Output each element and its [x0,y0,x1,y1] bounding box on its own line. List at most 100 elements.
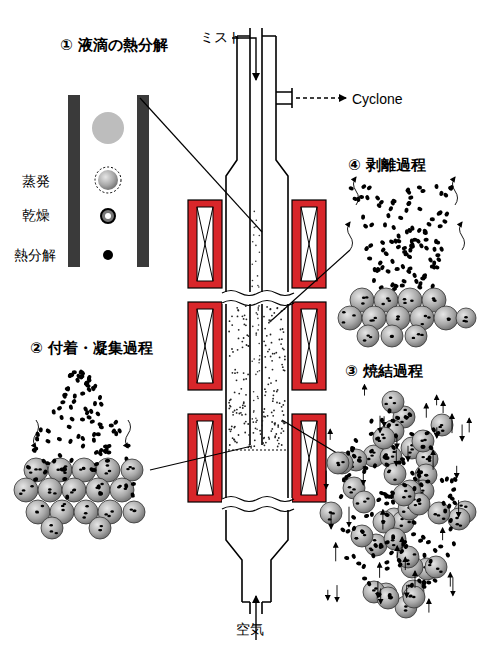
decor-shape [390,335,394,337]
decor-shape [244,432,246,434]
decor-shape [84,512,88,514]
decor-shape [396,315,400,317]
decor-shape [93,449,100,455]
decor-shape [80,391,86,396]
decor-shape [60,400,66,405]
decor-shape [255,332,257,334]
decor-shape [229,405,231,407]
decor-shape [412,596,416,598]
decor-shape [259,355,261,357]
decor-shape [448,517,453,523]
decor-shape [278,437,280,439]
decor-shape [45,428,52,434]
decor-shape [421,323,425,325]
decor-shape [277,389,279,391]
decor-shape [349,491,353,493]
vibration-arrow [406,585,407,598]
decor-shape [436,256,442,263]
decor-shape [243,372,245,374]
decor-shape [444,476,449,482]
decor-shape [368,448,375,454]
decor-shape [276,391,278,393]
decor-shape [390,335,394,337]
decor-shape [98,529,102,531]
decor-shape [265,391,267,393]
decor-shape [336,462,340,464]
decor-shape [124,483,129,489]
decor-shape [65,495,69,500]
decor-shape [257,329,259,331]
decor-shape [425,474,429,476]
decor-shape [283,369,285,371]
decor-shape [406,559,410,561]
decor-shape [402,496,406,498]
decor-shape [432,577,439,583]
decor-shape [281,364,283,366]
decor-shape [68,404,73,410]
decor-shape [59,467,65,472]
decor-shape [282,404,284,406]
decor-shape [96,484,101,490]
decor-shape [233,439,235,441]
decor-shape [361,302,365,304]
decor-shape [422,553,427,559]
decor-shape [375,436,381,441]
decor-shape [269,321,271,323]
decor-shape [85,505,89,507]
particle [357,325,379,347]
decor-shape [236,307,238,309]
decor-shape [406,189,412,196]
decor-shape [376,592,382,599]
decor-shape [240,412,242,414]
decor-shape [242,315,244,317]
decor-shape [245,414,247,416]
decor-shape [361,183,368,189]
decor-shape [379,264,385,271]
decor-shape [270,382,272,384]
decor-shape [337,464,341,466]
decor-shape [350,446,356,451]
decor-shape [258,359,260,361]
text-label: 空気 [236,620,264,638]
decor-shape [97,490,103,496]
decor-shape [258,305,260,307]
decor-shape [35,436,40,442]
decor-shape [258,307,260,309]
decor-shape [259,235,261,237]
decor-shape [232,351,234,353]
decor-shape [416,227,422,234]
decor-shape [267,383,269,385]
decor-shape [252,241,254,243]
decor-shape [366,497,370,499]
decor-shape [263,411,265,413]
decor-shape [247,345,249,347]
decor-shape [389,397,393,399]
decor-shape [276,307,278,309]
decor-shape [451,541,456,547]
decor-shape [408,195,414,200]
decor-shape [59,414,64,420]
decor-shape [362,297,366,299]
adhesion-panel [14,369,145,539]
decor-shape [391,455,395,457]
decor-shape [379,543,383,548]
decor-shape [133,510,137,512]
decor-shape [234,441,236,443]
vibration-arrow [331,513,332,529]
decor-shape [341,461,345,463]
decor-shape [66,424,72,430]
decor-shape [248,335,250,337]
decor-shape [409,582,414,588]
decor-shape [400,284,405,288]
decor-shape [56,405,63,411]
decor-shape [230,406,232,408]
decor-shape [117,486,121,488]
decor-shape [104,513,108,515]
decor-shape [365,296,369,298]
decor-shape [367,256,372,260]
decor-shape [232,372,234,374]
decor-shape [405,229,409,234]
decor-shape [348,222,353,250]
decor-shape [388,550,395,556]
decor-shape [100,525,104,527]
